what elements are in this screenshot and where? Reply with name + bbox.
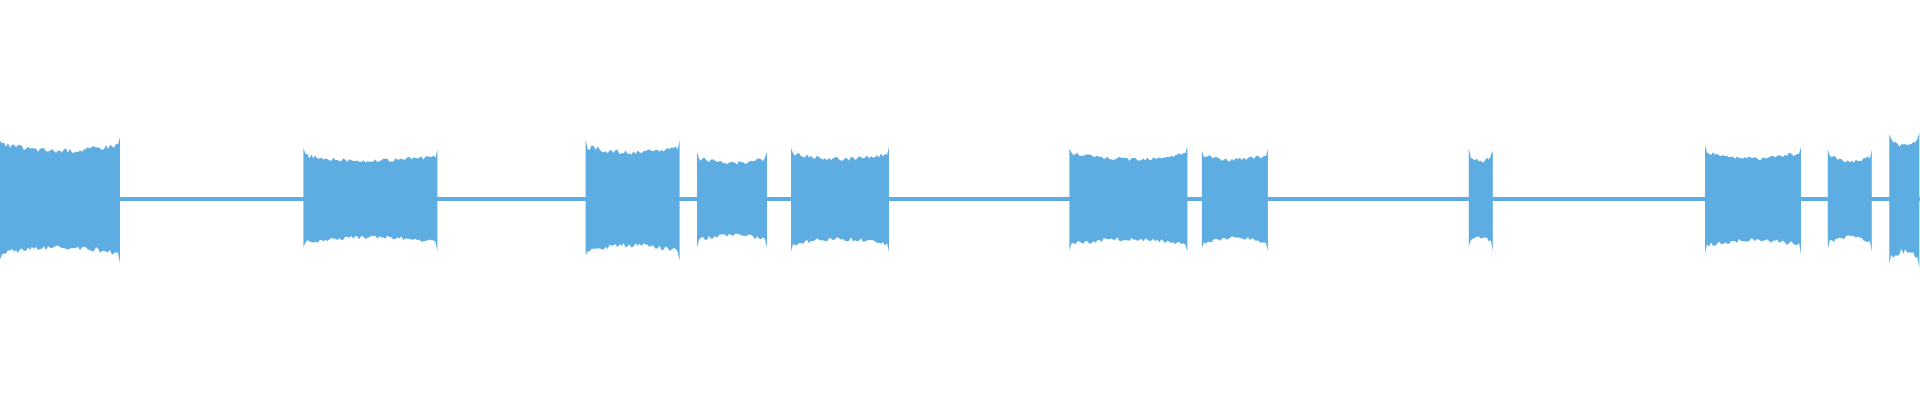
waveform-burst [1889,132,1920,269]
waveform-burst [1827,149,1872,252]
waveform-burst [0,136,120,264]
waveform-burst [303,147,438,252]
waveform-burst [1705,145,1801,255]
waveform-burst [1201,149,1268,251]
waveform-burst [585,139,680,262]
waveform-burst [1069,146,1188,252]
waveform-burst [1468,147,1493,252]
waveform-segments [0,132,1920,269]
waveform-burst [697,151,767,248]
waveform-burst [791,146,889,252]
